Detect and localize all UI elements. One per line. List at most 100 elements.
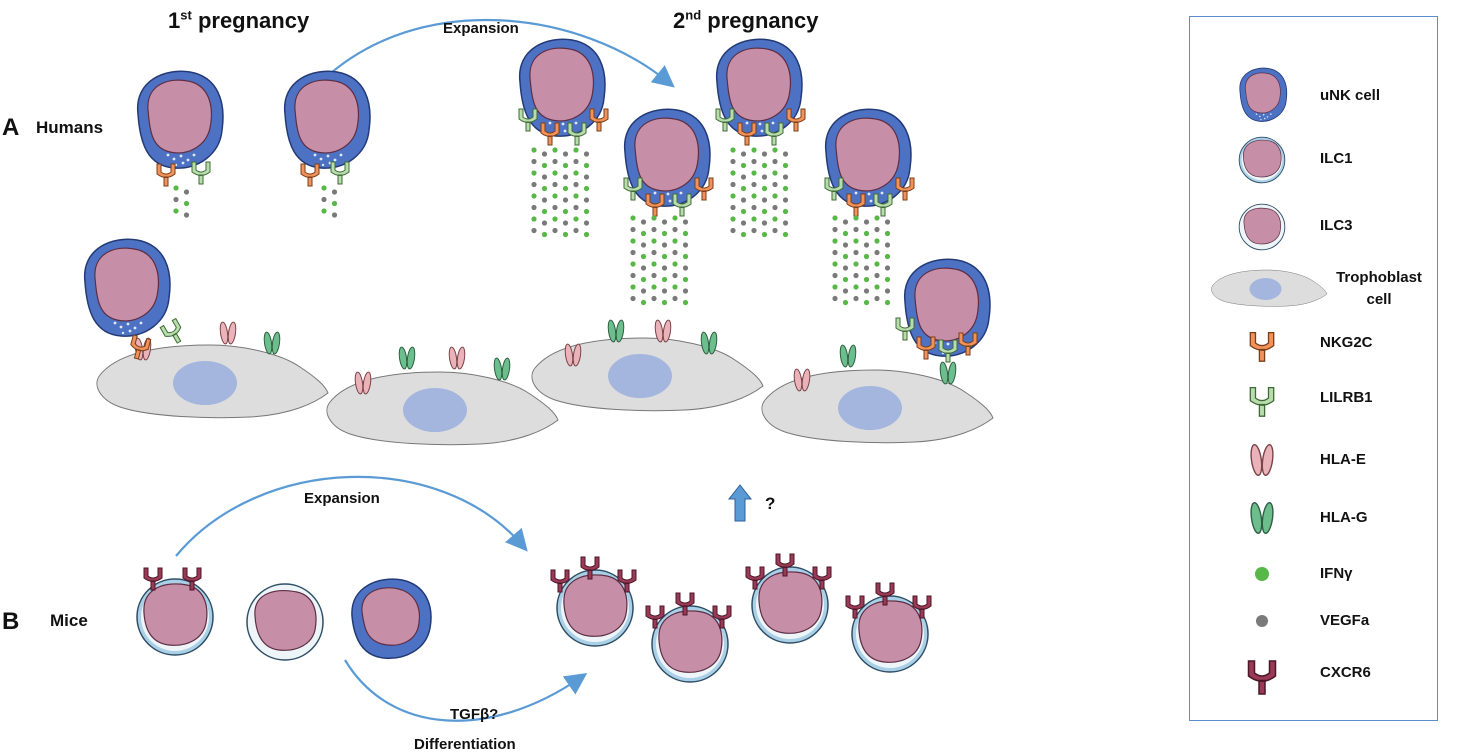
cytokine-dot bbox=[740, 231, 747, 238]
cytokine-dot bbox=[682, 265, 689, 271]
cytokine-dot bbox=[321, 185, 327, 191]
cytokine-dot bbox=[630, 249, 636, 256]
cytokine-dot bbox=[884, 299, 891, 306]
cytokine-dot bbox=[874, 284, 880, 290]
cytokine-dot bbox=[782, 220, 789, 226]
cytokine-dot bbox=[853, 226, 859, 233]
cytokine-dot bbox=[562, 197, 569, 203]
cytokine-dot bbox=[884, 276, 891, 283]
cytokine-dot bbox=[562, 162, 569, 169]
cytokine-dot bbox=[832, 295, 838, 302]
cytokine-dot bbox=[751, 170, 757, 176]
cytokine-dot bbox=[583, 197, 590, 203]
panel-a-label: Humans bbox=[36, 118, 104, 137]
cytokine-dot bbox=[573, 170, 579, 176]
cytokine-dot bbox=[541, 174, 548, 180]
cytokine-dot bbox=[541, 185, 548, 192]
mouse-expansion-arrow bbox=[175, 475, 528, 557]
cytokine-dot bbox=[562, 220, 569, 226]
cytokine-dot bbox=[761, 208, 768, 215]
cytokine-dot bbox=[661, 219, 668, 225]
human-expansion-label: Expansion bbox=[443, 20, 519, 37]
cytokine-dot bbox=[832, 226, 838, 233]
cytokine-dot bbox=[672, 295, 678, 302]
cytokine-dot bbox=[173, 196, 179, 203]
cytokine-dot bbox=[842, 299, 849, 306]
panel-b-letter: B bbox=[2, 608, 20, 635]
cytokine-dot bbox=[842, 242, 849, 248]
cytokine-dot bbox=[874, 295, 880, 302]
cytokine-dot bbox=[630, 226, 636, 233]
cytokine-dot bbox=[682, 299, 689, 306]
cytokine-dot bbox=[531, 227, 537, 234]
cytokine-dot bbox=[573, 216, 579, 222]
cytokine-dot bbox=[531, 193, 537, 199]
cytokine-dot bbox=[730, 170, 736, 176]
cytokine-dot bbox=[173, 185, 179, 191]
cytokine-dot bbox=[573, 204, 579, 211]
cytokine-dot bbox=[853, 284, 859, 290]
cytokine-dot bbox=[874, 249, 880, 256]
legend-label-ilc1: ILC1 bbox=[1320, 150, 1353, 167]
panel-a-letter: A bbox=[2, 114, 20, 141]
cytokine-dot bbox=[541, 162, 548, 169]
legend-label-hla-e: HLA-E bbox=[1320, 451, 1366, 468]
cytokine-dot bbox=[552, 181, 558, 188]
cytokine-dot bbox=[761, 220, 768, 226]
cytokine-dot bbox=[761, 162, 768, 169]
cytokine-dot bbox=[874, 272, 880, 279]
cytokine-dot bbox=[761, 185, 768, 192]
cytokine-dot bbox=[751, 193, 757, 199]
cytokine-dot bbox=[884, 242, 891, 248]
cytokine-dot bbox=[661, 276, 668, 283]
cytokine-dot bbox=[832, 215, 838, 221]
cytokine-dot bbox=[630, 284, 636, 290]
cytokine-dot bbox=[730, 181, 736, 188]
cytokine-dot bbox=[331, 200, 338, 207]
cytokine-dot bbox=[853, 249, 859, 256]
cytokine-dot bbox=[661, 299, 668, 306]
cytokine-dot bbox=[321, 196, 327, 203]
cytokine-dot bbox=[630, 261, 636, 267]
cytokine-dot bbox=[651, 249, 657, 256]
cytokine-dot bbox=[583, 220, 590, 226]
cytokine-dot bbox=[853, 272, 859, 279]
cytokine-dot bbox=[331, 212, 338, 218]
cytokine-dot bbox=[782, 231, 789, 238]
cytokine-dot bbox=[672, 261, 678, 267]
cytokine-dot bbox=[761, 197, 768, 203]
cytokine-dot bbox=[183, 212, 190, 218]
cytokine-dot bbox=[730, 147, 736, 153]
cytokine-dot bbox=[531, 204, 537, 211]
mouse-expansion-label: Expansion bbox=[304, 490, 380, 507]
cytokine-dot bbox=[682, 219, 689, 225]
cytokine-dot bbox=[842, 288, 849, 294]
cytokine-dot bbox=[782, 162, 789, 169]
cytokine-dot bbox=[751, 216, 757, 222]
cytokine-dot bbox=[531, 216, 537, 222]
cytokine-dot bbox=[863, 299, 870, 306]
cytokine-dot bbox=[583, 151, 590, 157]
cytokine-dot bbox=[573, 147, 579, 153]
cytokine-dot bbox=[541, 197, 548, 203]
cytokine-dot bbox=[583, 174, 590, 180]
cytokine-dot bbox=[552, 204, 558, 211]
cytokine-dot bbox=[772, 193, 778, 199]
cytokine-dot bbox=[832, 261, 838, 267]
cytokine-dot bbox=[772, 158, 778, 165]
cytokine-dot bbox=[672, 249, 678, 256]
cytokine-dot bbox=[583, 162, 590, 169]
cytokine-dot bbox=[321, 208, 327, 214]
cytokine-dot bbox=[630, 272, 636, 279]
cytokine-dot bbox=[782, 185, 789, 192]
cytokine-dot bbox=[772, 181, 778, 188]
cytokine-dot bbox=[573, 193, 579, 199]
cytokine-dot bbox=[772, 216, 778, 222]
cytokine-dot bbox=[772, 147, 778, 153]
cytokine-dot bbox=[832, 238, 838, 244]
cytokine-dot bbox=[842, 276, 849, 283]
cytokine-dot bbox=[630, 215, 636, 221]
cytokine-dot bbox=[782, 208, 789, 215]
cytokine-dot bbox=[661, 265, 668, 271]
